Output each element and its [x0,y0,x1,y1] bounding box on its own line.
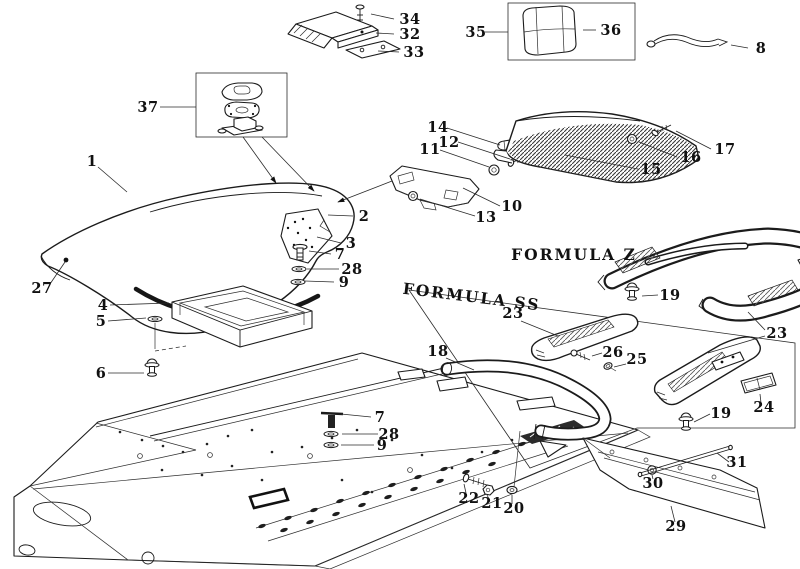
tunnel-bolt-group [320,411,344,449]
callout-25: 25 [626,351,647,368]
seat-bolt-7 [292,243,308,261]
callout-9-tunnel: 9 [377,437,388,454]
callout-28-tunnel: 28 [378,426,399,443]
callout-17: 17 [714,141,735,158]
callout-5: 5 [96,313,107,330]
callout-21: 21 [481,495,502,512]
callout-2: 2 [359,208,370,225]
formula-ss-section-box [408,289,796,469]
fastener-group-20-22 [462,473,518,496]
callout-19-ss: 19 [710,405,731,422]
callout-14: 14 [427,119,448,136]
callout-32: 32 [399,26,420,43]
taillight-lens [508,123,699,183]
bracket-32 [287,11,379,49]
callout-18: 18 [427,343,448,360]
callout-23-ss: 23 [502,305,523,322]
screw-26 [570,349,591,361]
hood-strap [646,34,729,48]
callout-26: 26 [602,344,623,361]
callout-27: 27 [31,280,52,297]
formula-z-label: FORMULA Z [511,245,637,264]
ss-handle-grip-pad [547,319,615,348]
tunnel-rivet-dots [118,428,514,494]
hood-bracket-group [287,4,401,59]
flap-rod-31 [637,444,733,478]
callout-9-seat: 9 [339,274,350,291]
callout-34: 34 [399,11,420,28]
seat-washer-9 [290,278,306,286]
callout-23-right: 23 [766,325,787,342]
taillight-washer-16 [626,133,638,145]
callout-29: 29 [665,518,686,535]
seat-washer-28 [291,265,307,273]
callout-12: 12 [438,134,459,151]
right-grab-handle [653,336,777,431]
flange-nut-13 [407,190,419,202]
rack-grip-pad-left [614,246,661,274]
taillight [493,110,700,184]
callout-8: 8 [756,40,767,57]
snow-flap [582,437,766,529]
callout-28-seat: 28 [341,261,362,278]
callout-1: 1 [87,153,98,170]
callout-13: 13 [475,209,496,226]
callout-16: 16 [680,149,701,166]
callout-3: 3 [346,235,357,252]
formula-z-rack [597,227,800,322]
callout-30: 30 [642,475,663,492]
callout-4: 4 [98,297,109,314]
callout-20: 20 [503,500,524,517]
tray-washer-5 [147,315,163,323]
clip-25 [603,362,617,372]
taillight-screw-17 [651,124,672,137]
rear-bumper [440,359,612,488]
storage-tray [144,285,313,377]
latch-detail-box [195,72,315,192]
seat-nose-point [63,257,69,263]
screw-22 [462,473,491,488]
formula-ss-label: FORMULA SS [402,279,542,315]
callout-37: 37 [137,99,158,116]
callout-11: 11 [419,141,440,158]
ss-grab-handle [530,313,639,372]
callout-35: 35 [465,24,486,41]
reflector-24 [740,372,777,394]
tunnel-washer-9 [323,441,339,449]
callout-31: 31 [726,454,747,471]
callout-6: 6 [96,365,107,382]
tunnel-washer-28 [323,430,339,438]
callout-15: 15 [640,161,661,178]
callout-33: 33 [403,44,424,61]
rack-rivet-19 [624,282,640,301]
seat [40,182,355,335]
tool-kit-box [507,2,636,61]
washer-11 [488,164,500,176]
callout-36: 36 [600,22,621,39]
callout-19-z: 19 [659,287,680,304]
tray-rivet-6 [144,358,160,377]
rack-grip-pad-right [747,279,799,307]
tunnel-badge [248,487,290,510]
callout-7-tunnel: 7 [375,409,386,426]
callout-7-seat: 7 [335,246,346,263]
taillight-bracket-group [337,138,529,211]
washer-20 [506,485,518,495]
tunnel-frame [13,352,651,569]
leader-lines [49,13,766,523]
nut-21 [482,484,495,496]
right-handle-latch [711,351,745,371]
plate-33 [345,40,401,59]
callout-24: 24 [753,399,774,416]
callout-10: 10 [501,198,522,215]
callout-22: 22 [458,490,479,507]
